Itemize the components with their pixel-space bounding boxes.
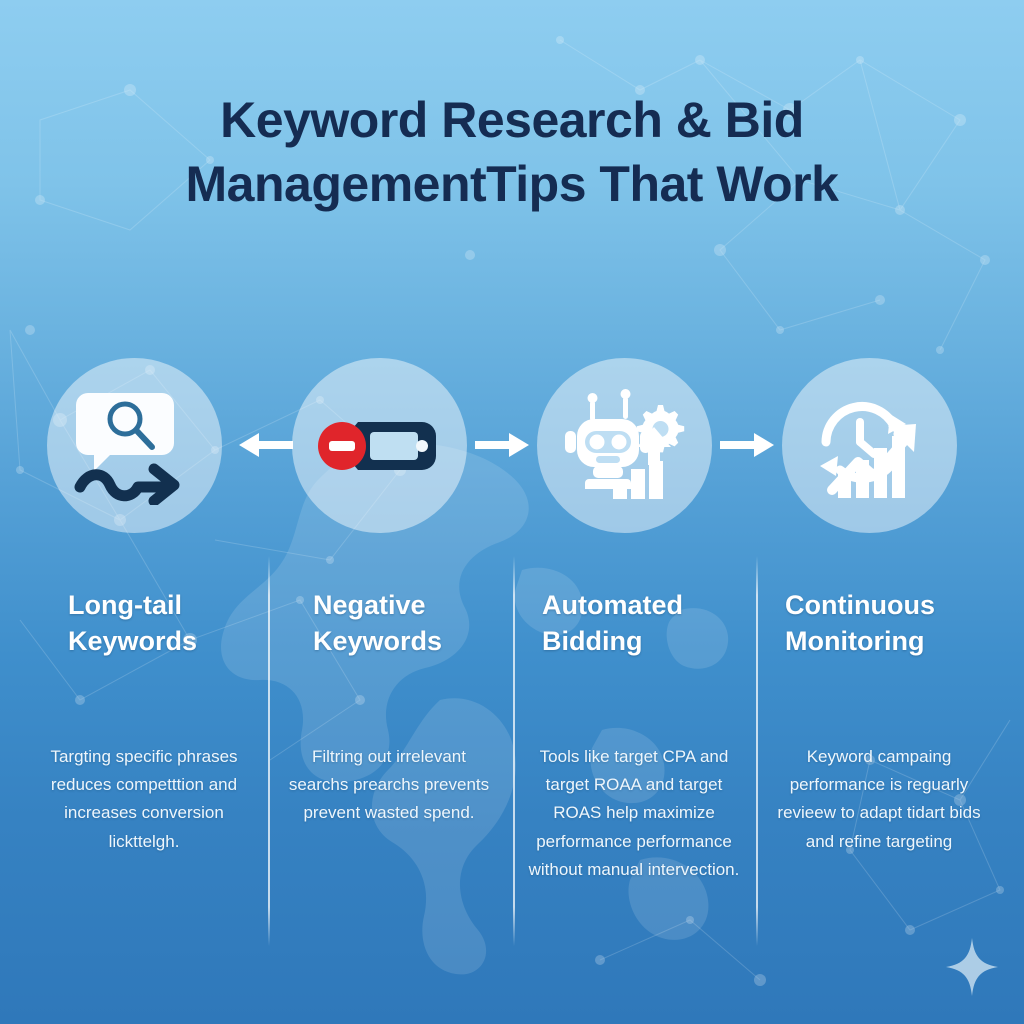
four-point-star-sparkle-icon [946,938,998,996]
step-body: Filtring out irrelevant searchs prearchs… [288,747,490,823]
step-1-icon-circle[interactable] [47,358,222,533]
step-heading-line2: Bidding [542,625,643,656]
step-heading: Negative Keywords [280,588,498,659]
speech-bubble-search-longtail-arrow-icon [74,392,179,505]
column-divider [513,556,515,946]
step-2-icon-circle[interactable] [292,358,467,533]
step-heading: Long-tail Keywords [35,588,253,659]
step-3-icon-circle[interactable] [537,358,712,533]
arrow-right-icon [475,433,529,457]
arrow-left-icon [239,433,293,457]
page-title: Keyword Research & Bid ManagementTips Th… [0,88,1024,216]
step-heading-line1: Long-tail [68,590,182,620]
step-heading-line2: Keywords [313,625,443,656]
column-divider [268,556,270,946]
step-column-automated-bidding: Automated Bidding Tools like target CPA … [525,588,743,879]
tag-with-minus-sign-icon [317,421,436,470]
step-column-continuous-monitoring: Continuous Monitoring Keyword campaing p… [770,588,988,851]
step-4-icon-circle[interactable] [782,358,957,533]
page-title-line2: ManagementTips That Work [185,156,839,212]
arrow-right-icon [720,433,774,457]
clock-refresh-growth-chart-icon [819,401,916,498]
step-heading: Continuous Monitoring [770,588,988,659]
step-column-negative-keywords: Negative Keywords Filtring out irrelevan… [280,588,498,822]
step-heading-line1: Continuous [785,590,935,620]
step-heading-line1: Negative [313,590,426,620]
step-body: Tools like target CPA and target ROAA an… [528,747,740,879]
page-title-line1: Keyword Research & Bid [220,92,804,148]
robot-gear-bar-chart-icon [564,388,684,499]
step-column-long-tail-keywords: Long-tail Keywords Targting specific phr… [35,588,253,851]
column-divider [756,556,758,946]
step-text-columns: Long-tail Keywords Targting specific phr… [0,588,1024,968]
step-heading-line2: Keywords [68,625,198,656]
step-body: Keyword campaing performance is reguarly… [777,747,981,851]
step-icon-row [0,358,1024,533]
step-body: Targting specific phrases reduces compet… [50,747,238,851]
step-heading-line2: Monitoring [785,625,925,656]
step-heading: Automated Bidding [525,588,743,659]
step-heading-line1: Automated [542,590,683,620]
